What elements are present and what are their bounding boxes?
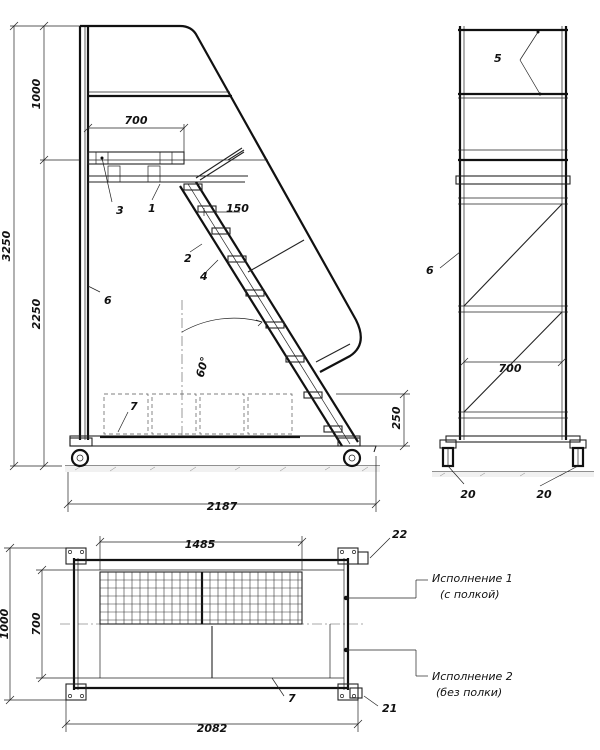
callout-wheel-left: 20	[460, 488, 476, 501]
side-platform	[87, 147, 245, 183]
dim-step-depth: 150	[226, 202, 249, 215]
dim-platform-height: 2250	[30, 298, 43, 329]
callout-base-frame: 7	[130, 400, 138, 413]
side-platform-depth-dimension	[83, 123, 189, 152]
front-braces	[463, 203, 563, 413]
side-step-dimension	[203, 208, 240, 216]
callout-platform: 1	[148, 202, 156, 215]
side-clearance-dimension	[336, 389, 410, 451]
plan-callout-leaders	[271, 537, 391, 707]
callout-shelf: 3	[116, 204, 124, 217]
front-view: 5 6 700 20 20	[426, 26, 594, 501]
dim-platform-depth: 700	[125, 114, 148, 127]
plan-casters	[65, 547, 369, 701]
dim-shelf-length: 1485	[185, 538, 216, 551]
callout-front-post: 6	[426, 264, 434, 277]
dim-plan-length: 2082	[197, 722, 228, 735]
dim-overall-width: 1000	[0, 608, 11, 639]
side-view: 3250 1000 2250 700 150 60° 250 2187 3 1 …	[0, 21, 410, 513]
dim-total-height: 3250	[0, 230, 13, 261]
front-leaders	[439, 30, 579, 487]
callout-top-right: 22	[392, 528, 408, 541]
side-stringer	[179, 181, 359, 447]
dim-inner-width: 700	[30, 612, 43, 635]
dim-angle: 60°	[194, 355, 212, 378]
front-width-dimension	[459, 357, 567, 367]
dim-upper-height: 1000	[30, 78, 43, 109]
side-vertical-dimensions	[9, 21, 80, 471]
front-posts	[458, 26, 568, 440]
callout-post: 6	[104, 294, 112, 307]
side-base-frame	[69, 393, 361, 447]
dim-bottom-clearance: 250	[390, 406, 403, 429]
dim-overall-length: 2187	[207, 500, 238, 513]
variant-2-subtitle: (без полки)	[436, 686, 502, 699]
front-rails	[445, 28, 581, 443]
side-post	[78, 26, 90, 440]
front-wheels	[439, 439, 587, 468]
callout-plan-base-frame: 7	[288, 692, 296, 705]
callout-wheel-right: 20	[536, 488, 552, 501]
front-ground	[432, 471, 594, 477]
side-steps	[183, 183, 343, 433]
plan-frame	[72, 558, 350, 690]
side-handrail-braces	[247, 239, 351, 363]
plan-mesh-shelf	[99, 571, 303, 625]
side-leaders	[87, 156, 219, 433]
side-wheels	[69, 437, 377, 468]
variant-2-title: Исполнение 2	[432, 670, 513, 683]
side-top-rail	[80, 24, 362, 373]
plan-dimensions	[4, 536, 363, 732]
callout-bottom-right: 21	[382, 702, 397, 715]
dim-front-width: 700	[499, 362, 522, 375]
side-length-dimension	[63, 456, 381, 512]
callout-step: 4	[199, 270, 208, 283]
side-ground	[65, 465, 380, 472]
callout-rails: 5	[494, 52, 502, 65]
plan-view: 1485 1000 700 2082 22 21 7 Исполнение 1 …	[0, 528, 513, 735]
callout-stringer: 2	[184, 252, 192, 265]
variant-1-subtitle: (с полкой)	[440, 588, 500, 601]
variant-1-title: Исполнение 1	[432, 572, 513, 585]
plan-variant-leaders	[343, 579, 428, 677]
side-angle-mark	[181, 300, 263, 436]
